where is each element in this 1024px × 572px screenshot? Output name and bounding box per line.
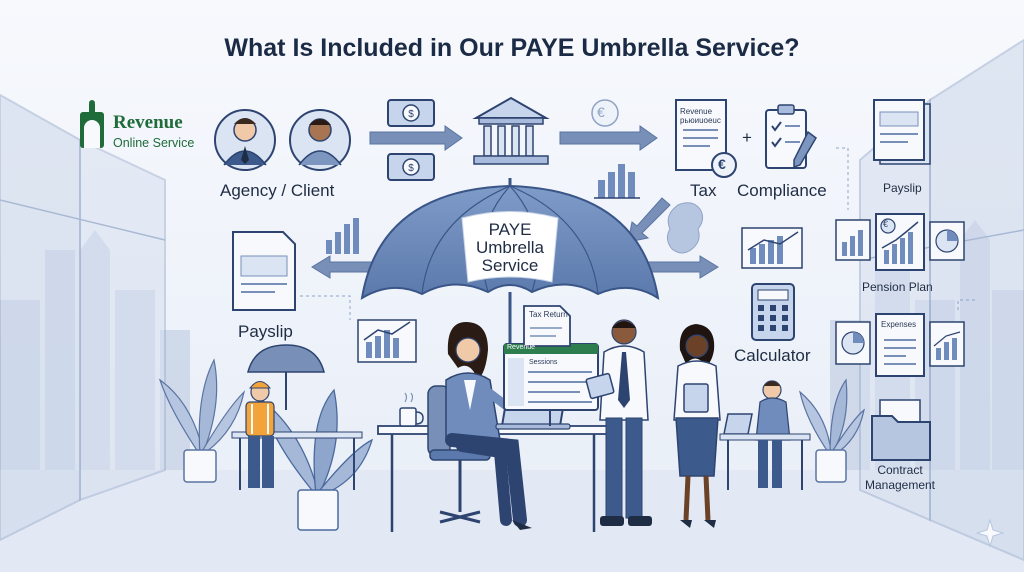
contract-folder-icon	[871, 399, 931, 461]
svg-text:$: $	[408, 163, 414, 174]
money-bill-icon: $	[387, 99, 435, 127]
line-chart-icon	[741, 227, 803, 269]
dashboard-heading: Sessions	[529, 359, 558, 366]
brand-tagline: Online Service	[113, 136, 195, 150]
arrow-right-icon	[559, 125, 658, 151]
flow-arrows	[311, 125, 719, 279]
dashboard-app-name: Revenue	[507, 344, 536, 351]
umbrella-label-line-1: PAYE	[488, 220, 532, 239]
pension-plan-label: Pension Plan	[862, 280, 933, 294]
bar-chart-icon	[594, 164, 640, 199]
arrow-down-left-icon	[627, 197, 671, 243]
line-chart-icon	[357, 319, 417, 363]
euro-coin-symbol: €	[718, 156, 726, 172]
calculator-icon	[751, 283, 795, 341]
money-bill-icon: $	[387, 153, 435, 181]
worker-at-desk-right	[719, 380, 811, 490]
payslip-stack-icon	[873, 99, 931, 165]
compliance-checklist-icon	[765, 104, 817, 169]
woman-with-folder	[673, 324, 721, 528]
revenue-logo-icon	[80, 100, 104, 148]
payslip-right-label: Payslip	[883, 181, 922, 195]
ireland-map-icon	[666, 202, 704, 254]
plant-left-icon	[158, 358, 246, 483]
umbrella-label-line-2: Umbrella	[475, 238, 545, 257]
man-with-tablet	[585, 319, 652, 526]
svg-text:$: $	[408, 109, 414, 120]
coffee-mug-icon	[399, 392, 424, 427]
pie-chart-icon	[835, 321, 871, 365]
bank-icon	[472, 96, 550, 165]
pie-chart-icon	[929, 221, 965, 261]
payslip-left-label: Payslip	[238, 322, 293, 341]
page-title: What Is Included in Our PAYE Umbrella Se…	[224, 34, 800, 62]
agency-avatar-icon	[214, 109, 276, 171]
payslip-document-icon	[232, 231, 296, 311]
tax-label: Tax	[690, 181, 717, 200]
umbrella-icon	[360, 178, 660, 345]
agency-client-label: Agency / Client	[220, 181, 335, 200]
expenses-document-icon	[875, 313, 925, 377]
glass-wall-left	[0, 93, 166, 542]
pension-growth-chart-icon	[875, 213, 925, 271]
tax-return-document-icon	[523, 305, 571, 347]
bar-chart-icon	[835, 219, 871, 261]
plus-sign: +	[742, 128, 752, 147]
euro-symbol: €	[597, 104, 605, 120]
contract-label-line-2: Management	[864, 478, 936, 492]
worker-with-umbrella-icon	[231, 344, 363, 490]
tax-doc-line-2: рьюиuoeuc	[680, 116, 721, 125]
bar-chart-icon	[326, 218, 359, 254]
calculator-label: Calculator	[734, 346, 811, 365]
sparkle-icon	[975, 518, 1005, 548]
tax-return-doc-label: Tax Return	[529, 310, 568, 319]
plant-right-icon	[799, 378, 865, 483]
tax-doc-line-1: Revenue	[680, 107, 713, 116]
brand-name: Revenue	[113, 112, 183, 133]
compliance-label: Compliance	[737, 181, 827, 200]
arrow-right-icon	[369, 125, 463, 151]
woman-at-laptop	[445, 322, 532, 530]
umbrella-label-line-3: Service	[481, 256, 539, 275]
client-avatar-icon	[289, 109, 351, 171]
pension-euro-symbol: €	[883, 219, 889, 229]
contract-label-line-1: Contract	[877, 463, 923, 477]
expenses-doc-label: Expenses	[881, 320, 917, 329]
euro-coin-icon	[591, 99, 619, 127]
tax-document-icon	[675, 99, 737, 178]
line-chart-icon	[929, 321, 965, 367]
plant-center-icon	[261, 388, 374, 531]
